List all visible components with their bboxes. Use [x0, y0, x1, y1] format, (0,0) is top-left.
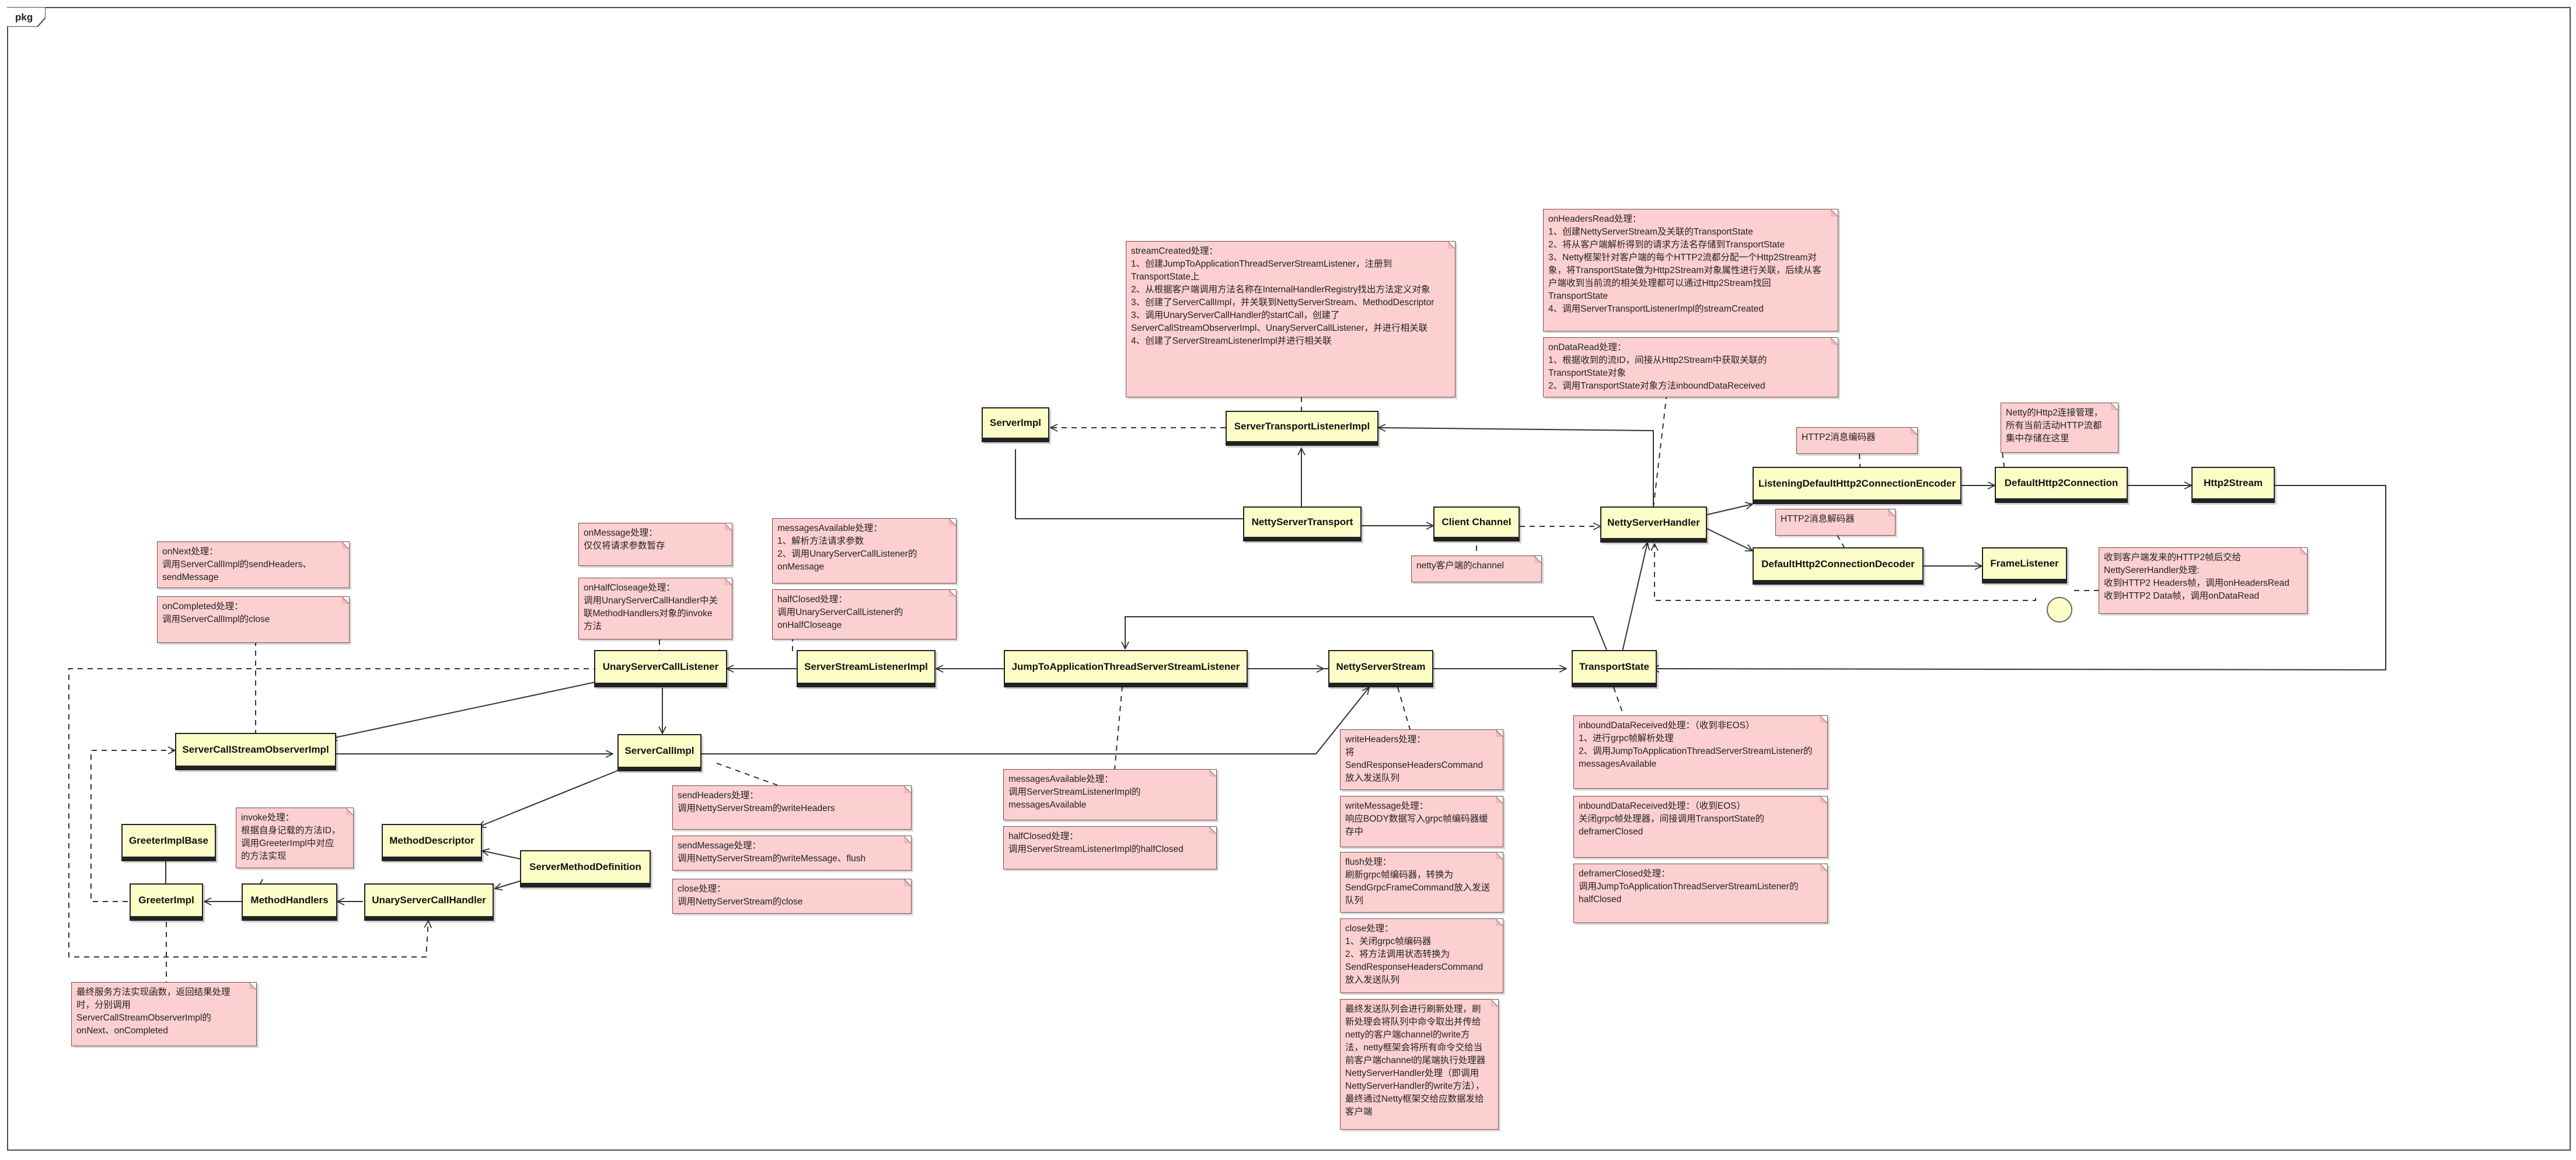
- class-server-stream-listener-impl[interactable]: ServerStreamListenerImpl: [797, 650, 936, 687]
- class-unary-server-call-handler[interactable]: UnaryServerCallHandler: [364, 883, 494, 921]
- note-on-completed: onCompleted处理： 调用ServerCallImpl的close: [157, 596, 350, 643]
- interface-lollipop-icon: [2047, 597, 2072, 623]
- class-server-call-stream-observer-impl[interactable]: ServerCallStreamObserverImpl: [175, 733, 336, 770]
- note-inbound-not-eos: inboundDataReceived处理：（收到非EOS） 1、进行grpc帧…: [1573, 715, 1828, 789]
- class-method-handlers[interactable]: MethodHandlers: [242, 883, 337, 921]
- package-frame: [7, 7, 2571, 1151]
- class-unary-server-call-listener[interactable]: UnaryServerCallListener: [594, 650, 727, 687]
- note-on-message: onMessage处理： 仅仅将请求参数暂存: [578, 523, 732, 566]
- note-on-next: onNext处理： 调用ServerCallImpl的sendHeaders、s…: [157, 541, 350, 588]
- note-close-stream: close处理： 1、关闭grpc帧编码器 2、将方法调用状态转换为SendRe…: [1340, 918, 1503, 993]
- edge-methoddef-callhandler: [495, 881, 521, 889]
- note-deframer-closed: deframerClosed处理： 调用JumpToApplicationThr…: [1573, 864, 1828, 923]
- edge-transportstate-handler: [1622, 543, 1647, 652]
- edge-servercall-nettystream: [701, 687, 1369, 754]
- edge-http2stream-transportstate: [1652, 485, 2386, 670]
- class-serverimpl[interactable]: ServerImpl: [982, 407, 1049, 442]
- class-netty-server-handler[interactable]: NettyServerHandler: [1600, 506, 1707, 543]
- class-server-method-definition[interactable]: ServerMethodDefinition: [520, 850, 651, 888]
- note-send-message: sendMessage处理： 调用NettyServerStream的write…: [672, 836, 912, 871]
- class-jump-to-app-thread-listener[interactable]: JumpToApplicationThreadServerStreamListe…: [1004, 650, 1248, 687]
- note-on-data-read: onDataRead处理： 1、根据收到的流ID，间接从Http2Stream中…: [1543, 337, 1838, 397]
- edge-transportstate-jumplistener: [1125, 616, 1607, 651]
- edge-servercall-methoddescriptor: [479, 770, 619, 827]
- note-inbound-eos: inboundDataReceived处理：（收到EOS） 关闭grpc帧处理器…: [1573, 796, 1828, 858]
- note-close-call: close处理： 调用NettyServerStream的close: [672, 879, 912, 914]
- class-default-http2-connection[interactable]: DefaultHttp2Connection: [1995, 467, 2128, 503]
- class-server-call-impl[interactable]: ServerCallImpl: [617, 734, 701, 771]
- note-http2-encoder: HTTP2消息编码器: [1796, 427, 1918, 454]
- class-greeter-impl-base[interactable]: GreeterImplBase: [121, 824, 216, 861]
- class-default-http2-decoder[interactable]: DefaultHttp2ConnectionDecoder: [1753, 547, 1924, 585]
- note-invoke: invoke处理： 根据自身记载的方法ID，调用GreeterImpl中对应的方…: [236, 808, 354, 868]
- dep-unarylistener-callhandler: [68, 668, 599, 958]
- note-on-half-close: onHalfCloseage处理： 调用UnaryServerCallHandl…: [578, 578, 732, 640]
- note-send-headers: sendHeaders处理： 调用NettyServerStream的write…: [672, 785, 912, 830]
- dep-greeter-observer: [90, 750, 175, 902]
- note-send-queue: 最终发送队列会进行刷新处理，刷新处理会将队列中命令取出并传给netty的客户端c…: [1340, 999, 1499, 1130]
- note-netty-http2-connection: Netty的Http2连接管理，所有当前活动HTTP流都集中存储在这里: [2001, 403, 2118, 453]
- note-write-message: writeMessage处理： 响应BODY数据写入grpc帧编码器缓存中: [1340, 796, 1503, 847]
- note-frame-listener: 收到客户端发来的HTTP2帧后交给NettySererHandler处理: 收到…: [2099, 547, 2308, 614]
- class-method-descriptor[interactable]: MethodDescriptor: [382, 824, 482, 861]
- note-write-headers: writeHeaders处理： 将SendResponseHeadersComm…: [1340, 729, 1503, 790]
- class-frame-listener[interactable]: FrameListener: [1982, 547, 2067, 584]
- package-tab: [7, 7, 46, 27]
- class-netty-server-stream[interactable]: NettyServerStream: [1328, 650, 1433, 687]
- class-client-channel[interactable]: Client Channel: [1433, 506, 1520, 541]
- note-final-impl: 最终服务方法实现函数，返回结果处理时，分别调用ServerCallStreamO…: [71, 982, 257, 1046]
- note-half-closed-1: halfClosed处理： 调用UnaryServerCallListener的…: [772, 589, 957, 640]
- note-netty-client-channel: netty客户端的channel: [1411, 555, 1542, 582]
- edge-handler-decoder: [1706, 528, 1753, 551]
- class-transport-state[interactable]: TransportState: [1572, 650, 1657, 687]
- note-half-closed-2: halfClosed处理： 调用ServerStreamListenerImpl…: [1003, 826, 1217, 869]
- edge-handler-encoder: [1706, 504, 1753, 515]
- class-server-transport-listener-impl[interactable]: ServerTransportListenerImpl: [1226, 411, 1378, 446]
- note-messages-available-2: messagesAvailable处理： 调用ServerStreamListe…: [1003, 769, 1217, 820]
- note-stream-created: streamCreated处理： 1、创建JumpToApplicationTh…: [1126, 241, 1455, 397]
- note-http2-decoder: HTTP2消息解码器: [1775, 509, 1896, 536]
- dep-framelistener-handler: [1654, 544, 2036, 601]
- note-messages-available-1: messagesAvailable处理： 1、解析方法请求参数 2、调用Unar…: [772, 518, 957, 584]
- note-flush: flush处理： 刷新grpc帧编码器，转换为SendGrpcFrameComm…: [1340, 852, 1503, 913]
- edge-methoddef-methoddescriptor: [482, 851, 521, 859]
- edge-handler-listenerimpl: [1378, 428, 1654, 506]
- edge-unarylistener-observer: [330, 682, 596, 739]
- note-on-headers-read: onHeadersRead处理： 1、创建NettyServerStream及关…: [1543, 209, 1838, 331]
- class-netty-server-transport[interactable]: NettyServerTransport: [1243, 506, 1362, 541]
- class-http2-stream[interactable]: Http2Stream: [2191, 467, 2275, 503]
- class-listening-http2-encoder[interactable]: ListeningDefaultHttp2ConnectionEncoder: [1753, 467, 1961, 504]
- package-label: pkg: [15, 12, 33, 23]
- class-greeter-impl[interactable]: GreeterImpl: [130, 883, 203, 921]
